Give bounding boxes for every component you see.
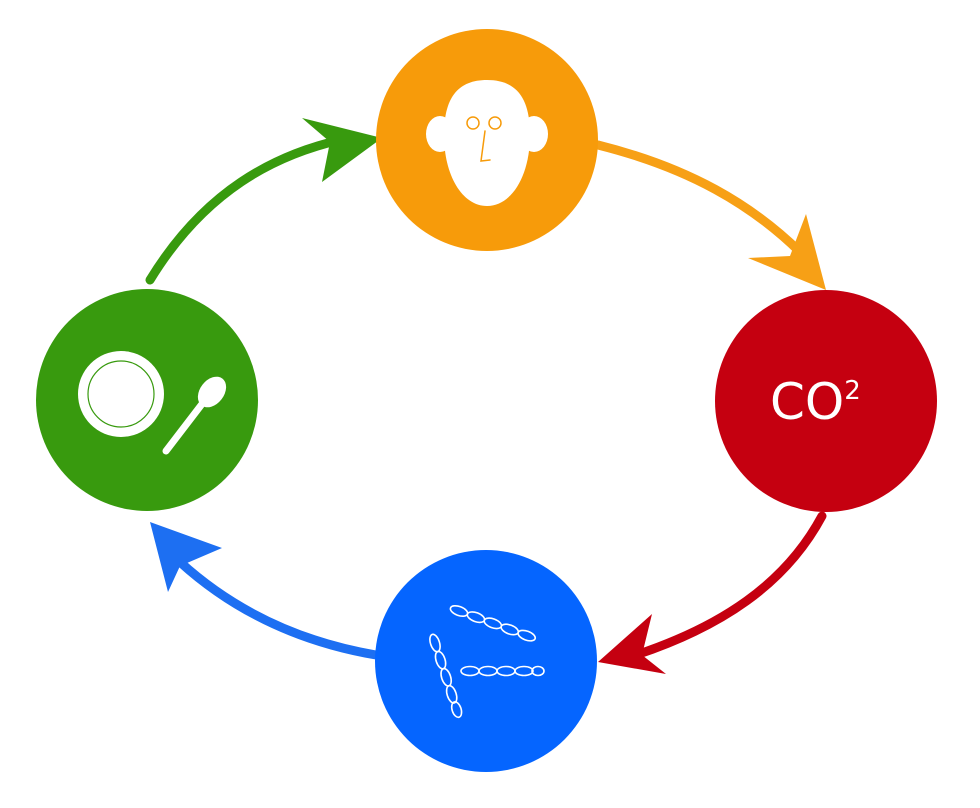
node-co2: CO2 [715, 290, 937, 512]
plate-and-spoon-icon [78, 351, 227, 455]
node-bacteria [375, 550, 597, 772]
node-human [376, 29, 598, 251]
arrow-human-to-co2 [593, 140, 826, 290]
node-food [36, 289, 258, 511]
bacteria-circle [375, 550, 597, 772]
co2-label-sup: 2 [844, 376, 861, 406]
arrow-bacteria-to-food [150, 522, 381, 660]
arrow-co2-to-bacteria [598, 511, 827, 674]
co2-label-main: CO [770, 373, 844, 431]
bacteria-chains-icon [429, 604, 545, 719]
co2-circle [715, 290, 937, 512]
spoon-icon [162, 376, 227, 455]
face-icon [426, 80, 548, 206]
arrow-food-to-human [145, 118, 382, 285]
plate-icon [78, 351, 164, 437]
co2-label: CO2 [770, 373, 861, 431]
